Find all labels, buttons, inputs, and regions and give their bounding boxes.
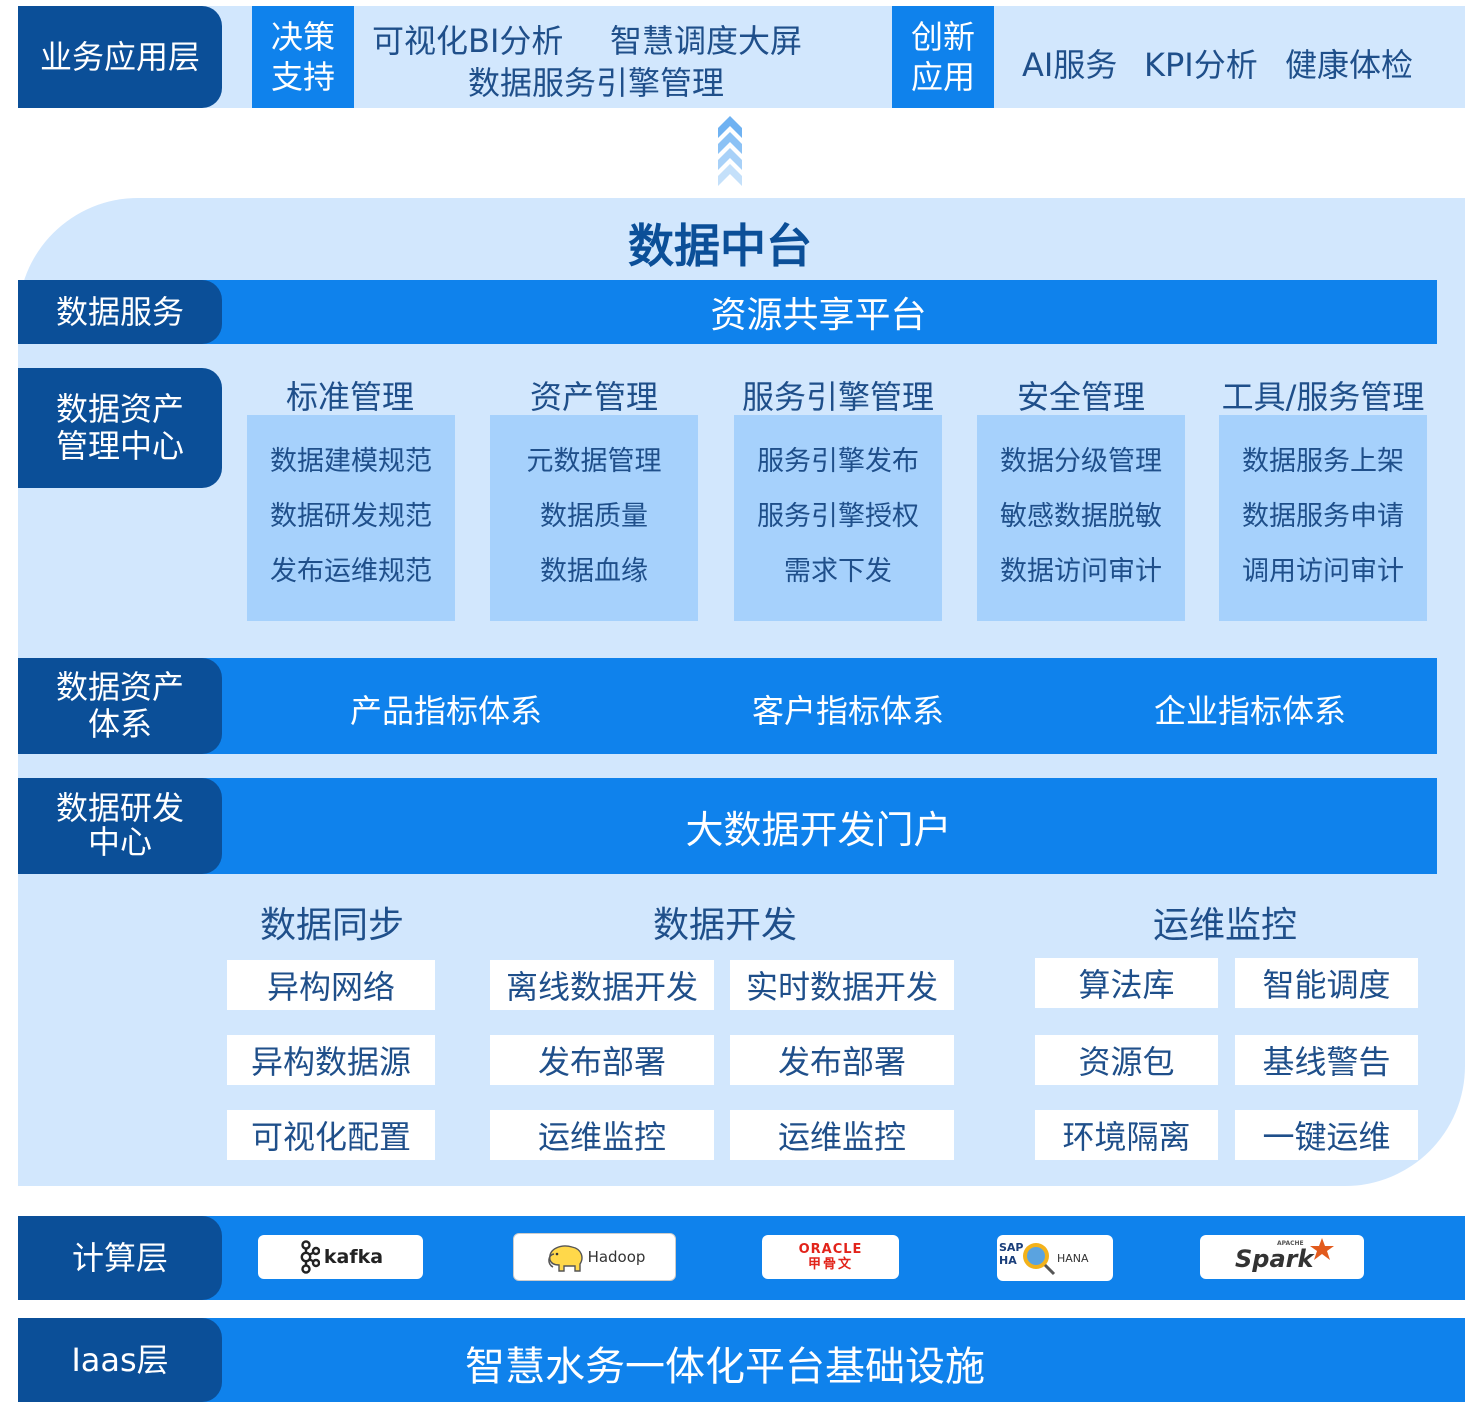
dev-item: 运维监控 — [490, 1110, 714, 1160]
asset-column-title: 工具/服务管理 — [1221, 378, 1425, 416]
hadoop-elephant-icon — [547, 1245, 583, 1272]
spark-star-icon — [1310, 1238, 1334, 1260]
sap-text: SAP — [999, 1241, 1024, 1254]
asset-column-title: 安全管理 — [1016, 378, 1145, 416]
ops-item: 资源包 — [1035, 1035, 1218, 1085]
decision-tag: 决策 支持 — [252, 6, 354, 108]
sync-item: 可视化配置 — [227, 1110, 435, 1160]
group-title-dev: 数据开发 — [652, 905, 797, 946]
sap-hana-mark: SAP HA — [997, 1235, 1057, 1281]
asset-system-item-product: 产品指标体系 — [349, 692, 542, 730]
up-chevrons-icon — [718, 116, 742, 186]
rnd-center-label: 数据研发 中心 — [18, 778, 222, 874]
oracle-logo-text: ORACLE — [798, 1241, 863, 1257]
asset-column-item: 服务引擎发布 — [757, 446, 919, 477]
asset-column-card: 服务引擎发布服务引擎授权需求下发 — [734, 415, 942, 621]
asset-column-title: 服务引擎管理 — [741, 378, 934, 416]
dev-item: 实时数据开发 — [730, 960, 954, 1010]
asset-column-item: 元数据管理 — [526, 446, 662, 477]
asset-column-item: 数据建模规范 — [270, 446, 432, 477]
top-layer-label: 业务应用层 — [18, 6, 222, 108]
sap-hana-logo: SAP HA HANA — [997, 1235, 1113, 1281]
sap-ha-text: HA — [999, 1254, 1017, 1267]
asset-column-title: 资产管理 — [529, 378, 658, 416]
ops-item: 基线警告 — [1235, 1035, 1418, 1085]
hadoop-logo-text: Hadoop — [587, 1248, 646, 1266]
asset-column-item: 数据血缘 — [540, 556, 648, 587]
decision-item-engine: 数据服务引擎管理 — [468, 64, 725, 102]
asset-column-item: 数据质量 — [540, 501, 648, 532]
dev-item: 发布部署 — [490, 1035, 714, 1085]
asset-system-bar — [200, 658, 1437, 754]
innovation-item-health: 健康体检 — [1285, 46, 1414, 84]
asset-column-item: 数据研发规范 — [270, 501, 432, 532]
asset-system-item-customer: 客户指标体系 — [751, 692, 944, 730]
sync-item: 异构数据源 — [227, 1035, 435, 1085]
asset-column-item: 敏感数据脱敏 — [1000, 501, 1162, 532]
spark-mark: APACHE Spark — [1227, 1237, 1337, 1277]
asset-column-item: 发布运维规范 — [270, 556, 432, 587]
spark-logo: APACHE Spark — [1200, 1235, 1364, 1279]
asset-column-item: 调用访问审计 — [1242, 556, 1404, 587]
kafka-logo: kafka — [258, 1235, 423, 1279]
asset-column-card: 数据建模规范数据研发规范发布运维规范 — [247, 415, 455, 621]
ops-item: 算法库 — [1035, 958, 1218, 1008]
asset-column-title: 标准管理 — [285, 378, 414, 416]
bigdata-portal-bar: 大数据开发门户 — [200, 778, 1437, 874]
dev-item: 发布部署 — [730, 1035, 954, 1085]
oracle-logo-subtext: 甲骨文 — [807, 1256, 853, 1272]
oracle-logo: ORACLE 甲骨文 — [762, 1235, 899, 1279]
group-title-ops: 运维监控 — [1152, 905, 1297, 946]
asset-column-item: 需求下发 — [784, 556, 892, 587]
ops-item: 智能调度 — [1235, 958, 1418, 1008]
asset-column-item: 数据服务上架 — [1242, 446, 1404, 477]
asset-column-card: 数据分级管理敏感数据脱敏数据访问审计 — [977, 415, 1185, 621]
decision-item-bi: 可视化BI分析 — [372, 22, 564, 60]
kafka-icon — [300, 1240, 320, 1274]
spark-text: Spark — [1235, 1245, 1314, 1273]
hadoop-logo: Hadoop — [513, 1233, 676, 1281]
dev-item: 离线数据开发 — [490, 960, 714, 1010]
resource-sharing-bar: 资源共享平台 — [200, 280, 1437, 344]
iaas-bar-text: 智慧水务一体化平台基础设施 — [465, 1344, 985, 1390]
decision-item-dispatch: 智慧调度大屏 — [610, 22, 803, 60]
iaas-layer-label: Iaas层 — [18, 1318, 222, 1402]
innovation-tag: 创新 应用 — [892, 6, 994, 108]
dev-item: 运维监控 — [730, 1110, 954, 1160]
kafka-logo-text: kafka — [323, 1246, 384, 1268]
compute-layer-label: 计算层 — [18, 1216, 222, 1300]
asset-column-card: 数据服务上架数据服务申请调用访问审计 — [1219, 415, 1427, 621]
iaas-bar — [200, 1318, 1465, 1402]
sap-hana-text: HANA — [1057, 1251, 1089, 1265]
asset-center-label: 数据资产 管理中心 — [18, 368, 222, 488]
asset-column-item: 数据访问审计 — [1000, 556, 1162, 587]
innovation-item-kpi: KPI分析 — [1144, 46, 1258, 84]
asset-system-item-enterprise: 企业指标体系 — [1153, 692, 1346, 730]
ops-item: 一键运维 — [1235, 1110, 1418, 1160]
group-title-sync: 数据同步 — [259, 905, 404, 946]
spark-apache-text: APACHE — [1277, 1240, 1304, 1247]
asset-column-item: 服务引擎授权 — [757, 501, 919, 532]
innovation-item-ai: AI服务 — [1022, 46, 1118, 84]
data-platform-title: 数据中台 — [628, 219, 812, 273]
asset-column-item: 数据分级管理 — [1000, 446, 1162, 477]
asset-column-item: 数据服务申请 — [1242, 501, 1404, 532]
asset-column-card: 元数据管理数据质量数据血缘 — [490, 415, 698, 621]
sync-item: 异构网络 — [227, 960, 435, 1010]
ops-item: 环境隔离 — [1035, 1110, 1218, 1160]
data-service-label: 数据服务 — [18, 280, 222, 344]
asset-system-label: 数据资产 体系 — [18, 658, 222, 754]
magnifier-icon — [1023, 1243, 1056, 1276]
